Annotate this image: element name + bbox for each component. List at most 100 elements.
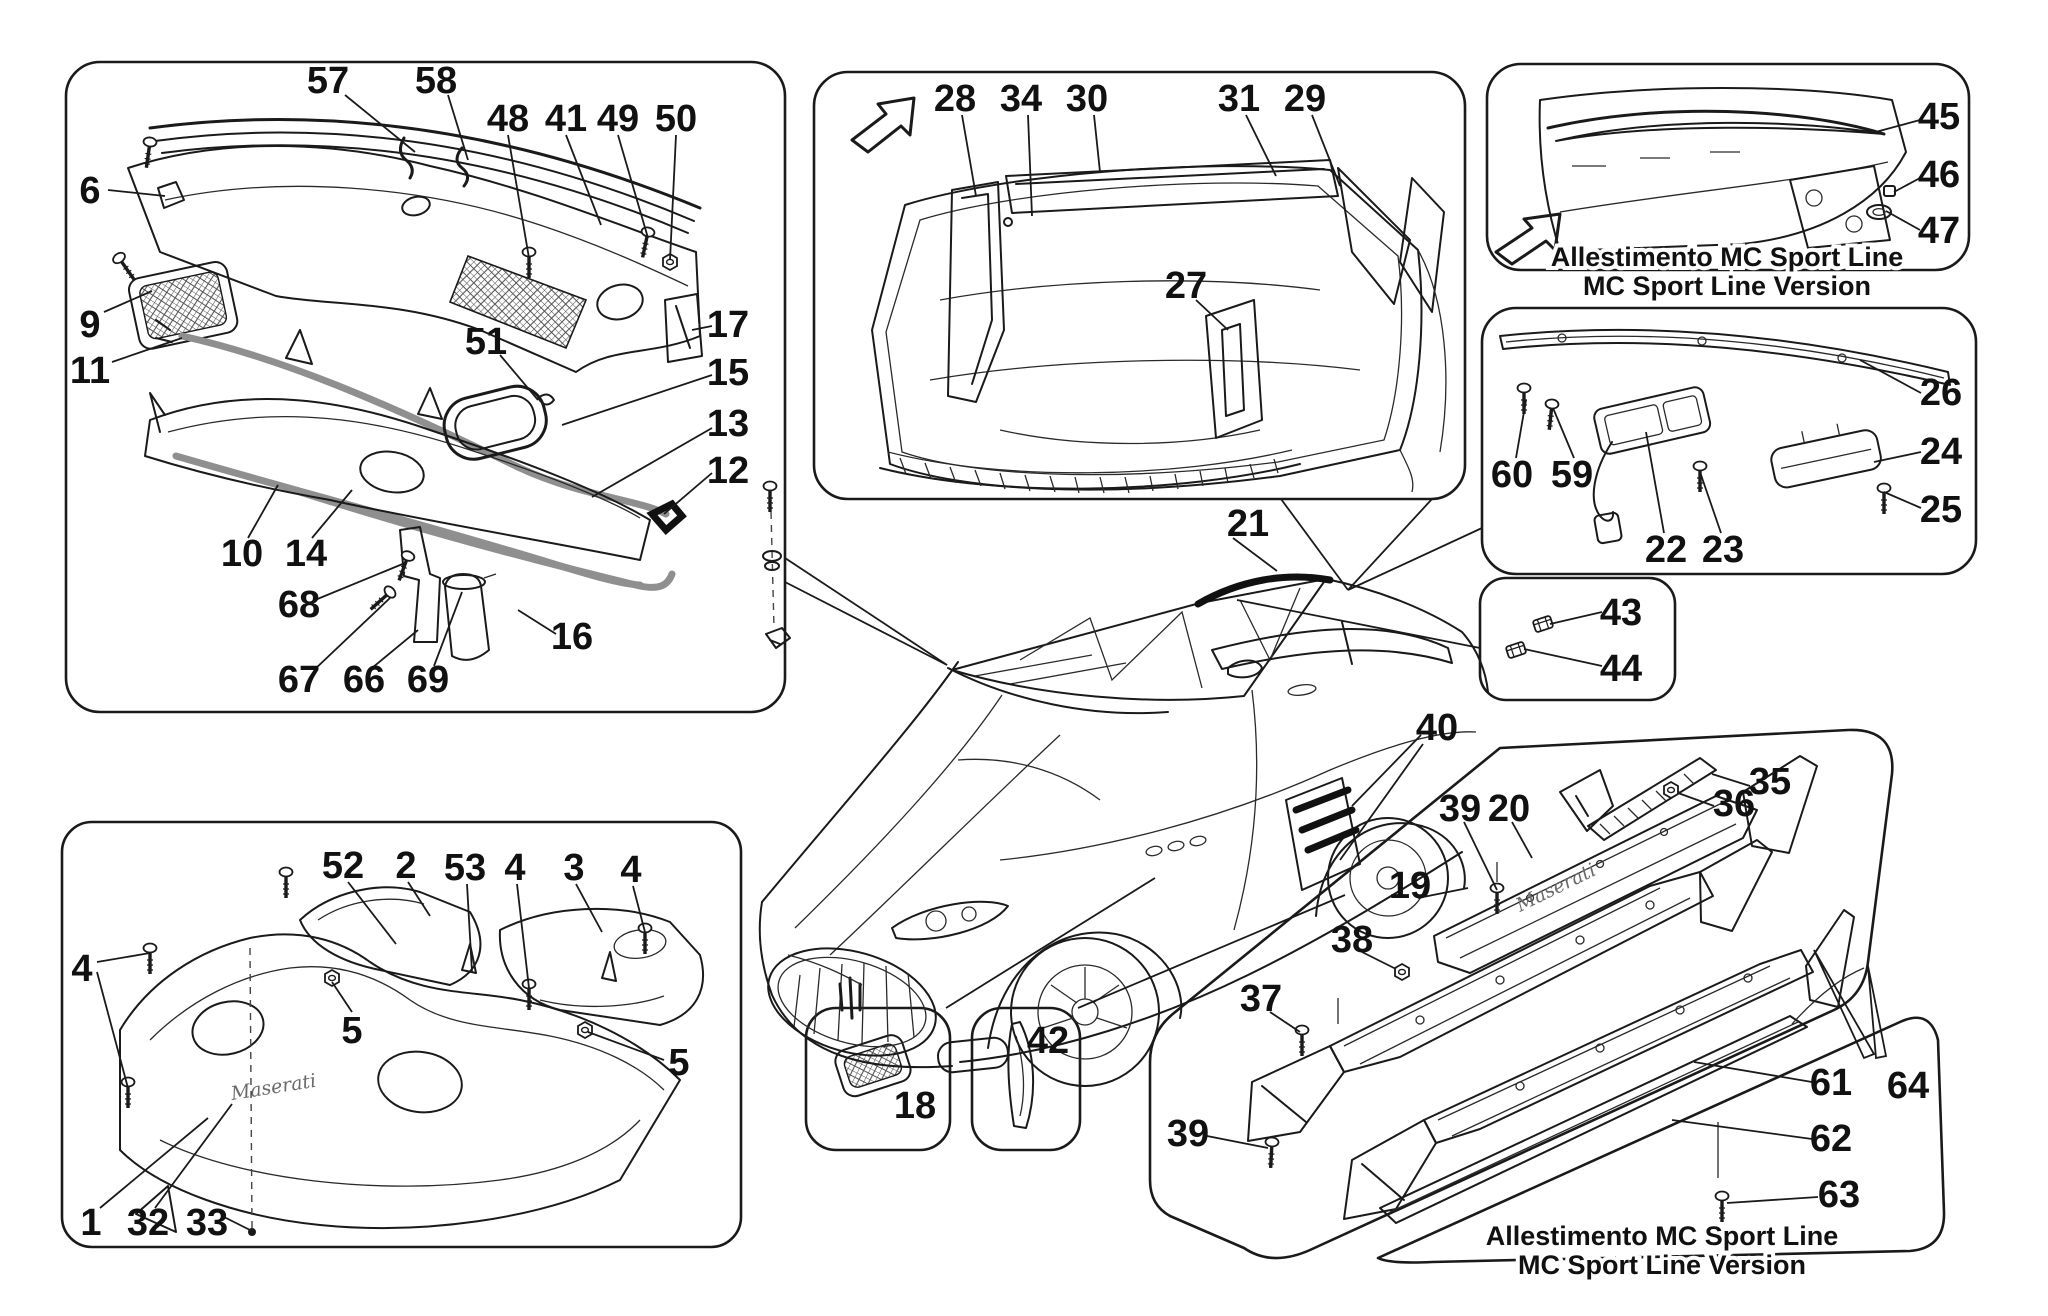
- leader-line: [247, 484, 279, 539]
- leader-line: [587, 1031, 665, 1061]
- callout-34: 34: [1000, 78, 1042, 120]
- callout-39: 39: [1167, 1113, 1209, 1155]
- sills_mc-leaders: [1671, 1061, 1819, 1204]
- callout-46: 46: [1918, 154, 1960, 196]
- callout-31: 31: [1218, 78, 1260, 120]
- leader-line: [1883, 491, 1922, 509]
- callout-45: 45: [1918, 96, 1960, 138]
- sill-mc-panel-sketch: [1343, 909, 1888, 1224]
- trim-panel-sketch: [1499, 328, 1951, 545]
- callout-66: 66: [343, 659, 385, 701]
- leader-line: [1885, 210, 1921, 231]
- callout-24: 24: [1920, 431, 1962, 473]
- callout-51: 51: [465, 321, 507, 363]
- leader-line: [516, 883, 530, 989]
- leader-line: [1515, 399, 1527, 459]
- callout-58: 58: [415, 60, 457, 102]
- callout-28: 28: [934, 78, 976, 120]
- underbody-panel-frame: [60, 820, 743, 1249]
- leader-line: [347, 881, 397, 945]
- spoiler-panel-frame: [1485, 62, 1971, 272]
- leader-line: [99, 1117, 209, 1209]
- leader-line: [1339, 743, 1424, 861]
- callout-14: 14: [285, 533, 327, 575]
- cowl-panel-frame: [64, 60, 787, 714]
- leader-line: [311, 489, 353, 539]
- leader-line: [1671, 1119, 1813, 1140]
- callout-19: 19: [1389, 865, 1431, 907]
- callout-21: 21: [1227, 503, 1269, 545]
- callout-27: 27: [1165, 265, 1207, 307]
- leader-line: [784, 557, 948, 666]
- callout-30: 30: [1066, 78, 1108, 120]
- callout-26: 26: [1920, 372, 1962, 414]
- callout-64-arrow: [1867, 965, 1888, 1060]
- leader-line: [632, 885, 646, 933]
- callout-67: 67: [278, 659, 320, 701]
- callout-6: 6: [79, 170, 100, 212]
- leader-line: [331, 981, 353, 1013]
- leader-line: [1351, 734, 1422, 807]
- leader-line: [591, 427, 713, 498]
- callout-11: 11: [70, 350, 110, 392]
- leader-line: [371, 629, 419, 669]
- leader-line: [1280, 498, 1349, 591]
- callout-36: 36: [1713, 783, 1755, 825]
- shields-leaders: [96, 881, 665, 1231]
- mc-caption-top-line2: MC Sport Line Version: [1583, 271, 1871, 301]
- callout-41: 41: [545, 98, 587, 140]
- leader-line: [407, 881, 431, 917]
- leader-line: [1245, 114, 1277, 177]
- sill-mc-panel-frame: [1376, 1016, 1946, 1264]
- callout-62: 62: [1810, 1118, 1852, 1160]
- callout-42: 42: [1027, 1020, 1069, 1062]
- mc-caption-bottom-line2: MC Sport Line Version: [1518, 1250, 1806, 1280]
- leader-line: [107, 189, 166, 197]
- callout-32: 32: [127, 1202, 169, 1244]
- callout-40: 40: [1416, 707, 1458, 749]
- callout-37: 37: [1240, 978, 1282, 1020]
- leader-line: [1699, 471, 1722, 534]
- leader-line: [961, 114, 977, 197]
- leader-line: [1347, 527, 1483, 591]
- callout-68: 68: [278, 584, 320, 626]
- cowl-leaders: [103, 94, 713, 671]
- callout-60: 60: [1491, 454, 1533, 496]
- callout-69: 69: [407, 659, 449, 701]
- leader-line: [1726, 1196, 1819, 1204]
- trunk-leaders: [961, 114, 1341, 331]
- leader-line: [221, 1215, 251, 1231]
- leader-line: [1859, 359, 1922, 394]
- callout-61: 61: [1810, 1062, 1852, 1104]
- leader-line: [466, 883, 473, 973]
- mc-caption-bottom-line1: Allestimento MC Sport Line: [1486, 1221, 1839, 1251]
- leader-line: [1711, 773, 1751, 787]
- leader-line: [313, 597, 391, 671]
- maserati-script-sill: Maserati: [1512, 859, 1600, 917]
- spoiler-leaders: [1871, 119, 1921, 231]
- leader-line: [1206, 1135, 1269, 1149]
- callout-16: 16: [551, 616, 593, 658]
- leader-line: [499, 354, 539, 401]
- leader-line: [663, 472, 713, 515]
- leader-line: [96, 952, 151, 963]
- leader-line: [575, 883, 603, 933]
- callout-18: 18: [894, 1085, 936, 1127]
- callout-49: 49: [597, 98, 639, 140]
- callout-22: 22: [1645, 529, 1687, 571]
- callout-35: 35: [1749, 761, 1791, 803]
- direction-arrow-icon: [850, 96, 916, 154]
- leader-line: [784, 581, 948, 666]
- leader-line: [1552, 407, 1575, 459]
- clips-panel-frame: [1478, 576, 1677, 702]
- callout-4: 4: [71, 948, 92, 990]
- callout-9: 9: [79, 304, 100, 346]
- clips-leaders: [1523, 611, 1603, 667]
